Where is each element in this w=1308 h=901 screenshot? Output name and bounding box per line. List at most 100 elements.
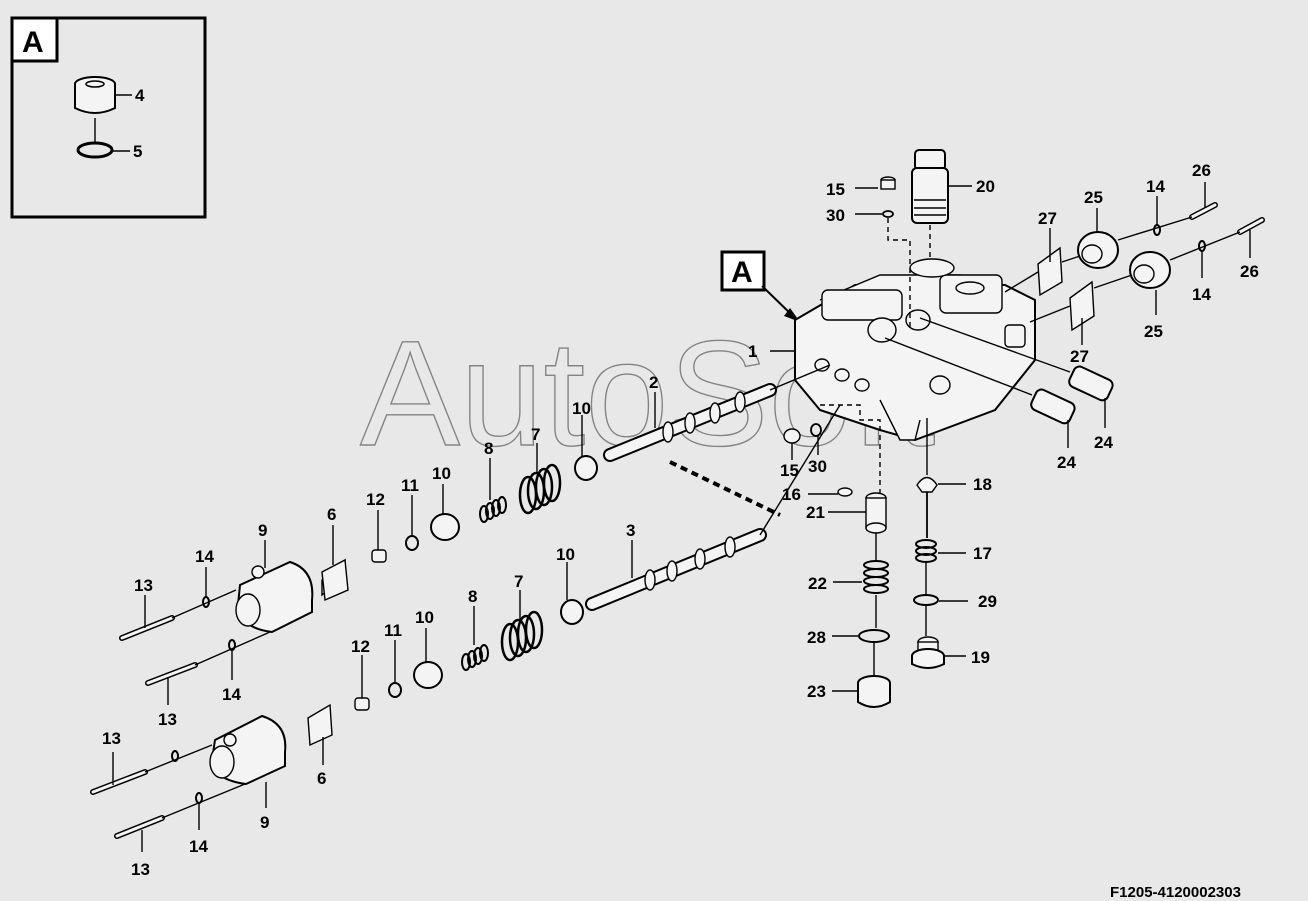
plug-part-4	[74, 76, 116, 114]
callout-6-lower: 6	[317, 769, 326, 788]
ring-part-30-top	[882, 210, 894, 218]
washer-part-10-upper	[430, 513, 460, 541]
callout-27-top: 27	[1038, 209, 1057, 228]
spool-part-3	[585, 528, 767, 611]
callout-13-c: 13	[102, 729, 121, 748]
callout-22: 22	[808, 574, 827, 593]
o-ring-part-28	[858, 629, 890, 643]
plug-part-19	[911, 636, 945, 669]
ring-part-11-upper	[405, 535, 419, 551]
callout-8-lower: 8	[468, 587, 477, 606]
callout-24-left: 24	[1057, 453, 1076, 472]
washer-part-10-upper-2	[574, 455, 598, 481]
valve-part-18	[916, 476, 938, 538]
sensor-part-24-left	[1030, 388, 1076, 425]
callout-16: 16	[782, 485, 801, 504]
cap-part-9-upper	[235, 560, 314, 634]
gasket-part-27-bottom	[1069, 280, 1095, 332]
callout-6-upper: 6	[327, 505, 336, 524]
callout-1: 1	[748, 342, 757, 361]
callout-14-b: 14	[222, 685, 241, 704]
callout-26-top: 26	[1192, 161, 1211, 180]
callout-14-a: 14	[195, 547, 214, 566]
cap-part-25-top	[1077, 231, 1119, 269]
washer-part-14-right	[1198, 240, 1206, 252]
assembly-guide-line	[669, 460, 781, 517]
ring-part-11-lower	[388, 682, 402, 698]
sensor-part-24-right	[1068, 365, 1114, 402]
callout-17: 17	[973, 544, 992, 563]
detail-callout-a: A	[720, 250, 800, 322]
drawing-id: F1205-4120002303	[1110, 884, 1241, 901]
gasket-part-6-lower	[307, 703, 333, 747]
callout-8-upper: 8	[484, 439, 493, 458]
callout-29: 29	[978, 592, 997, 611]
cap-part-25-bottom	[1129, 251, 1171, 289]
washer-part-14-d	[195, 792, 203, 804]
callout-20: 20	[976, 177, 995, 196]
detail-frame-a: A 4 5	[10, 16, 207, 219]
spring-part-7-lower	[500, 610, 544, 662]
callout-23: 23	[807, 682, 826, 701]
callout-26-bottom: 26	[1240, 262, 1259, 281]
callout-21: 21	[806, 503, 825, 522]
callout-13-d: 13	[131, 860, 150, 879]
callout-4: 4	[135, 86, 145, 105]
callout-30-top: 30	[826, 206, 845, 225]
svg-text:A: A	[731, 256, 753, 289]
callout-14-right: 14	[1192, 285, 1211, 304]
o-ring-part-29	[913, 594, 939, 606]
washer-part-14-a	[202, 596, 210, 608]
callout-7-lower: 7	[514, 572, 523, 591]
callout-25-bottom: 25	[1144, 322, 1163, 341]
callout-24-right: 24	[1094, 433, 1113, 452]
callout-14-top: 14	[1146, 177, 1165, 196]
callout-25-top: 25	[1084, 188, 1103, 207]
callout-2: 2	[649, 373, 658, 392]
gasket-part-27-top	[1037, 246, 1063, 297]
washer-part-10-lower-2	[560, 599, 584, 625]
part-12-lower	[354, 697, 370, 711]
spring-part-7-upper	[518, 463, 562, 515]
callout-12-upper: 12	[366, 490, 385, 509]
callout-13-a: 13	[134, 576, 153, 595]
callout-15-top: 15	[826, 180, 845, 199]
valve-block-part-1	[794, 258, 1036, 442]
callout-9-lower: 9	[260, 813, 269, 832]
washer-part-14-top	[1153, 224, 1161, 236]
washer-part-14-c	[171, 750, 179, 762]
callout-10-upper: 10	[432, 464, 451, 483]
callout-18: 18	[973, 475, 992, 494]
callout-15-lower: 15	[780, 461, 799, 480]
callout-11-upper: 11	[401, 476, 419, 495]
valve-part-20	[911, 149, 949, 258]
plug-part-15-top	[880, 176, 896, 190]
sleeve-part-21	[865, 492, 887, 534]
part-12-upper	[371, 549, 387, 563]
callout-10-upper-2: 10	[572, 399, 591, 418]
callout-14-d: 14	[189, 837, 208, 856]
plug-part-23	[857, 675, 891, 708]
callout-12-lower: 12	[351, 637, 370, 656]
ring-part-30-lower	[810, 423, 822, 437]
callout-9-upper: 9	[258, 521, 267, 540]
callout-30-lower: 30	[808, 457, 827, 476]
spool-part-2	[603, 383, 777, 462]
callout-19: 19	[971, 648, 990, 667]
callout-28: 28	[807, 628, 826, 647]
plug-part-15-lower	[783, 428, 801, 444]
callout-10-lower: 10	[415, 608, 434, 627]
o-ring-part-5	[76, 141, 114, 159]
callout-5: 5	[133, 142, 142, 161]
callout-11-lower: 11	[384, 621, 402, 640]
spring-part-8-upper	[479, 496, 507, 523]
washer-part-10-lower	[413, 661, 443, 689]
callout-10-lower-2: 10	[556, 545, 575, 564]
spring-part-8-lower	[461, 644, 489, 671]
callout-13-b: 13	[158, 710, 177, 729]
spring-part-17	[915, 539, 937, 563]
callout-3: 3	[626, 521, 635, 540]
cap-part-9-lower	[209, 714, 287, 786]
part-16	[837, 487, 853, 497]
